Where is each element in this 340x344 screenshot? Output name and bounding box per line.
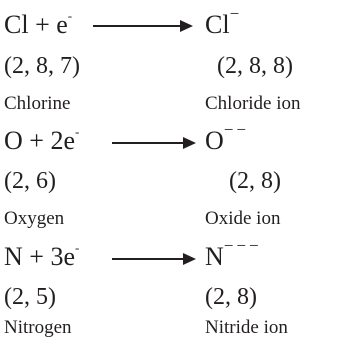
reaction-1-reactant-name: Chlorine: [4, 93, 71, 114]
reaction-1-product: Cl−: [205, 5, 242, 39]
reaction-2-reactant-name: Oxygen: [4, 208, 65, 229]
reaction-3-product-config: (2, 8): [205, 284, 257, 310]
reaction-3-reactant-config: (2, 5): [4, 284, 56, 310]
reaction-2-electron-charge: -: [74, 124, 80, 140]
reaction-2-reactant: O + 2e-: [4, 125, 79, 155]
reaction-1-reactant: Cl + e-: [4, 9, 72, 39]
reaction-2-product-name: Oxide ion: [205, 208, 281, 229]
reaction-2-product-charge: −−: [223, 120, 249, 140]
reaction-3-product: N−−−: [205, 237, 262, 271]
reaction-3-product-charge: −−−: [223, 236, 262, 256]
reaction-3-product-formula: N: [205, 242, 224, 271]
reaction-3-product-name: Nitride ion: [205, 317, 288, 338]
reaction-3-reactant-name: Nitrogen: [4, 317, 72, 338]
reaction-3-electron-charge: -: [74, 240, 80, 256]
reaction-3-arrow-icon: [112, 253, 196, 265]
reaction-1-reactant-formula: Cl + e: [4, 10, 68, 39]
reaction-1-product-charge: −: [229, 4, 243, 24]
reaction-2-reactant-formula: O + 2e: [4, 126, 75, 155]
reaction-3-reactant: N + 3e-: [4, 241, 79, 271]
reaction-1-reactant-config: (2, 8, 7): [4, 53, 80, 79]
reaction-1-product-config: (2, 8, 8): [217, 53, 293, 79]
reaction-1-product-name: Chloride ion: [205, 93, 301, 114]
reaction-1-arrow-icon: [93, 20, 193, 32]
reaction-3-reactant-formula: N + 3e: [4, 242, 75, 271]
reaction-2-product-formula: O: [205, 126, 224, 155]
reaction-2-product-config: (2, 8): [229, 168, 281, 194]
reaction-2-arrow-icon: [112, 137, 196, 149]
reaction-1-product-formula: Cl: [205, 10, 230, 39]
reaction-1-electron-charge: -: [67, 8, 73, 24]
reaction-2-reactant-config: (2, 6): [4, 168, 56, 194]
reaction-2-product: O−−: [205, 121, 249, 155]
